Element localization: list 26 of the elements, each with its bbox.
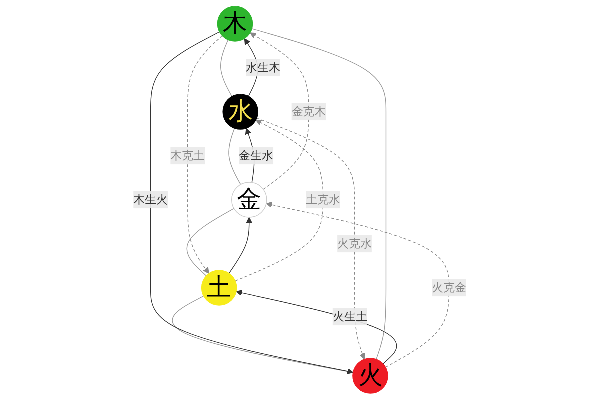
edge-label: 木克土 xyxy=(170,148,206,162)
edge-label: 火克金 xyxy=(432,280,466,294)
arrow xyxy=(256,118,366,360)
arrow xyxy=(187,36,223,274)
arrow xyxy=(236,290,398,364)
node-circle: 土 xyxy=(201,270,238,306)
edge-label: 火生土 xyxy=(332,310,368,324)
arrow xyxy=(150,32,354,375)
connector xyxy=(186,208,234,276)
arrow xyxy=(250,32,310,190)
edge-label: 金克木 xyxy=(292,104,326,118)
node-circle: 金 xyxy=(231,182,268,218)
connector xyxy=(252,28,387,360)
connector xyxy=(228,128,242,186)
edge-label: 木生火 xyxy=(134,192,168,206)
edge-label: 火克水 xyxy=(338,236,372,250)
arrow xyxy=(228,217,253,274)
node-circle: 水 xyxy=(222,94,258,130)
node-circle: 木 xyxy=(217,6,254,42)
arrow xyxy=(235,120,324,282)
connector xyxy=(220,40,232,97)
edge-label: 金生水 xyxy=(239,148,274,162)
arrow xyxy=(266,202,450,368)
node-circle: 火 xyxy=(352,358,388,394)
edge-label: 土克水 xyxy=(306,192,340,206)
edge-label: 水生木 xyxy=(246,60,280,74)
